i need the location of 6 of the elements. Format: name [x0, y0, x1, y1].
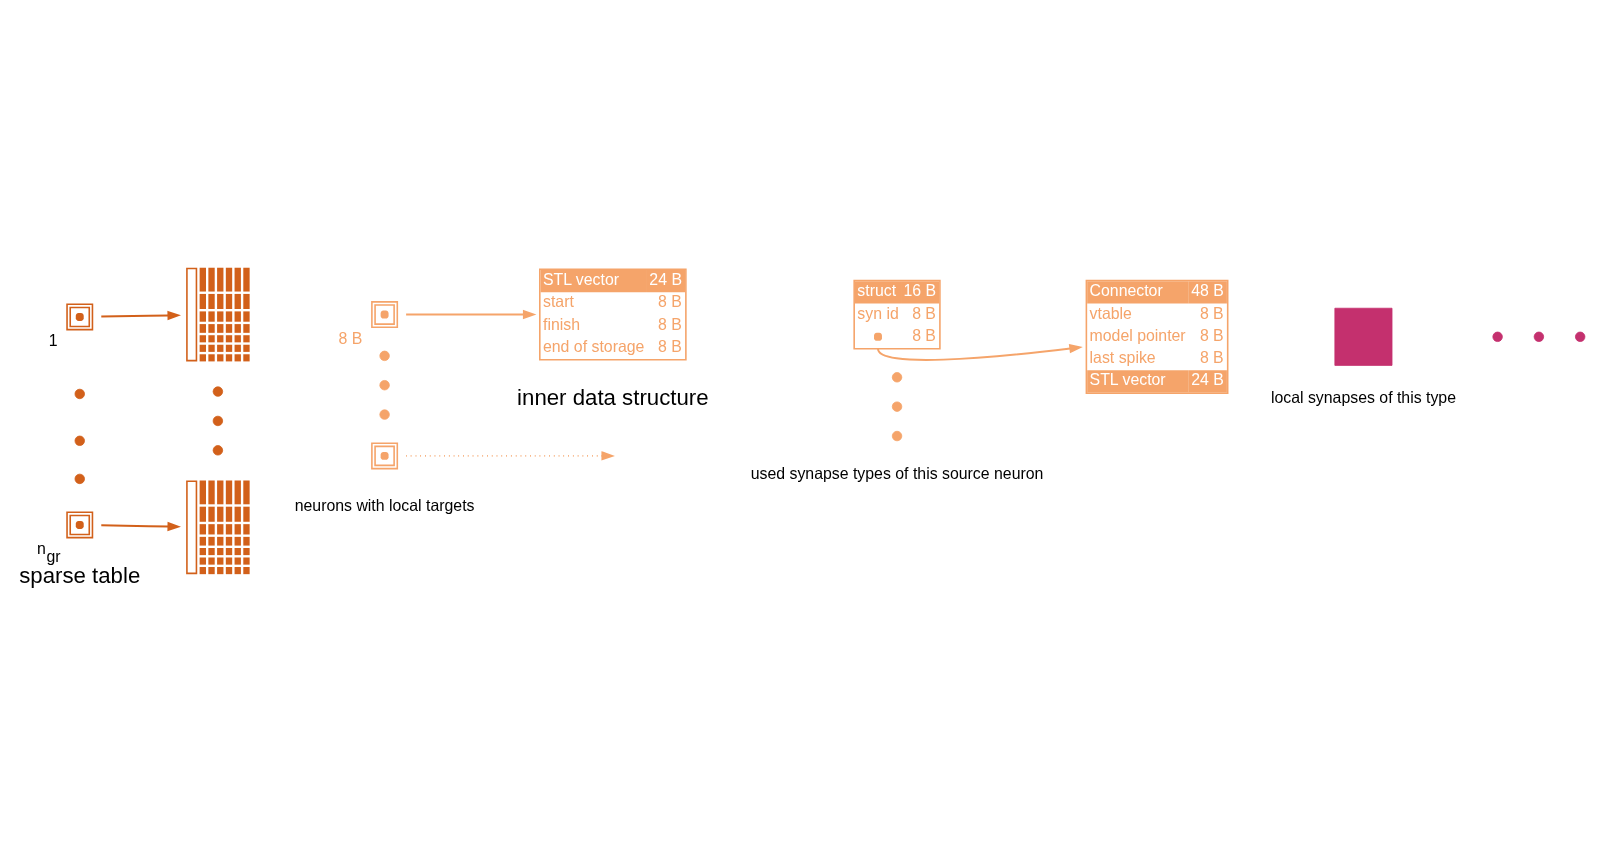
node-label: 8 B [338, 329, 363, 347]
label: neurons with local targets [294, 496, 475, 514]
node-label: 1 [48, 331, 58, 349]
label: local synapses of this type [1270, 388, 1457, 406]
label: inner data structure [517, 384, 709, 410]
label: used synapse types of this source neuron [750, 464, 1044, 482]
